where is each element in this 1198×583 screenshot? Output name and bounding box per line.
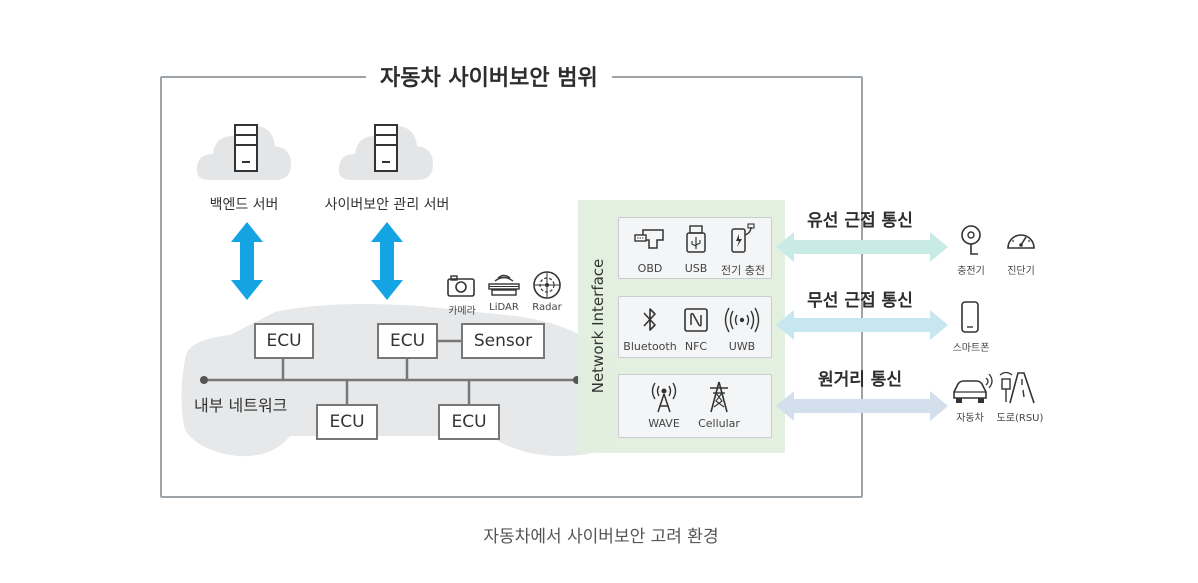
- charger-icon: [961, 225, 981, 255]
- usb-label: USB: [684, 262, 708, 275]
- cellular-tower-icon: [710, 381, 728, 413]
- bluetooth-label: Bluetooth: [623, 340, 677, 353]
- lidar-label: LiDAR: [489, 302, 519, 313]
- wired-comm-arrow: [776, 232, 948, 262]
- security-server-label: 사이버보안 관리 서버: [324, 197, 450, 213]
- smartphone-icon: [961, 301, 979, 333]
- ecu-box: ECU: [438, 404, 500, 440]
- obd-icon: [634, 229, 664, 249]
- wired-interface-box: [618, 217, 772, 279]
- server-link-arrow: [231, 222, 263, 300]
- charger-label: 충전기: [957, 266, 985, 277]
- diagram-title: 자동차 사이버보안 범위: [366, 60, 612, 92]
- wireless-comm-arrow: [776, 310, 948, 340]
- charging-label: 전기 충전: [721, 264, 765, 277]
- uwb-icon: [724, 307, 760, 333]
- radar-icon: [533, 271, 561, 299]
- figure-caption: 자동차에서 사이버보안 고려 환경: [483, 527, 719, 547]
- remote-comm-label: 원거리 통신: [817, 370, 903, 390]
- road-rsu-label: 도로(RSU): [996, 413, 1044, 424]
- long-range-interface-box: [618, 374, 772, 438]
- lidar-icon: [488, 274, 520, 296]
- server-icon: [234, 124, 258, 172]
- obd-label: OBD: [637, 262, 663, 275]
- radar-label: Radar: [532, 302, 562, 313]
- nfc-label: NFC: [684, 340, 708, 353]
- vehicle-label: 자동차: [956, 413, 984, 424]
- ecu-box: ECU: [254, 323, 314, 359]
- wave-label: WAVE: [648, 417, 680, 430]
- diagnostic-icon: [1007, 234, 1035, 249]
- internal-network-label: 내부 네트워크: [194, 396, 288, 415]
- diagnostic-label: 진단기: [1007, 266, 1035, 277]
- usb-icon: [686, 225, 706, 253]
- backend-server-label: 백엔드 서버: [209, 197, 279, 213]
- server-link-arrow: [371, 222, 403, 300]
- bluetooth-icon: [643, 308, 656, 331]
- uwb-label: UWB: [728, 340, 756, 353]
- network-interface-label: Network Interface: [589, 258, 607, 394]
- smartphone-label: 스마트폰: [952, 343, 990, 354]
- camera-label: 카메라: [448, 306, 476, 317]
- wired-comm-label: 유선 근접 통신: [807, 211, 913, 231]
- wave-antenna-icon: [651, 382, 677, 413]
- charging-icon: [731, 223, 755, 253]
- vehicle-icon: [953, 373, 993, 403]
- ecu-box: ECU: [316, 404, 378, 440]
- road-rsu-icon: [999, 371, 1035, 404]
- ecu-box: ECU: [377, 323, 438, 359]
- sensor-box: Sensor: [461, 323, 545, 359]
- short-range-interface-box: [618, 296, 772, 358]
- remote-comm-arrow: [776, 391, 948, 421]
- wireless-comm-label: 무선 근접 통신: [807, 291, 913, 311]
- nfc-icon: [684, 308, 708, 332]
- camera-icon: [447, 275, 475, 297]
- cellular-label: Cellular: [698, 417, 740, 430]
- server-icon: [374, 124, 398, 172]
